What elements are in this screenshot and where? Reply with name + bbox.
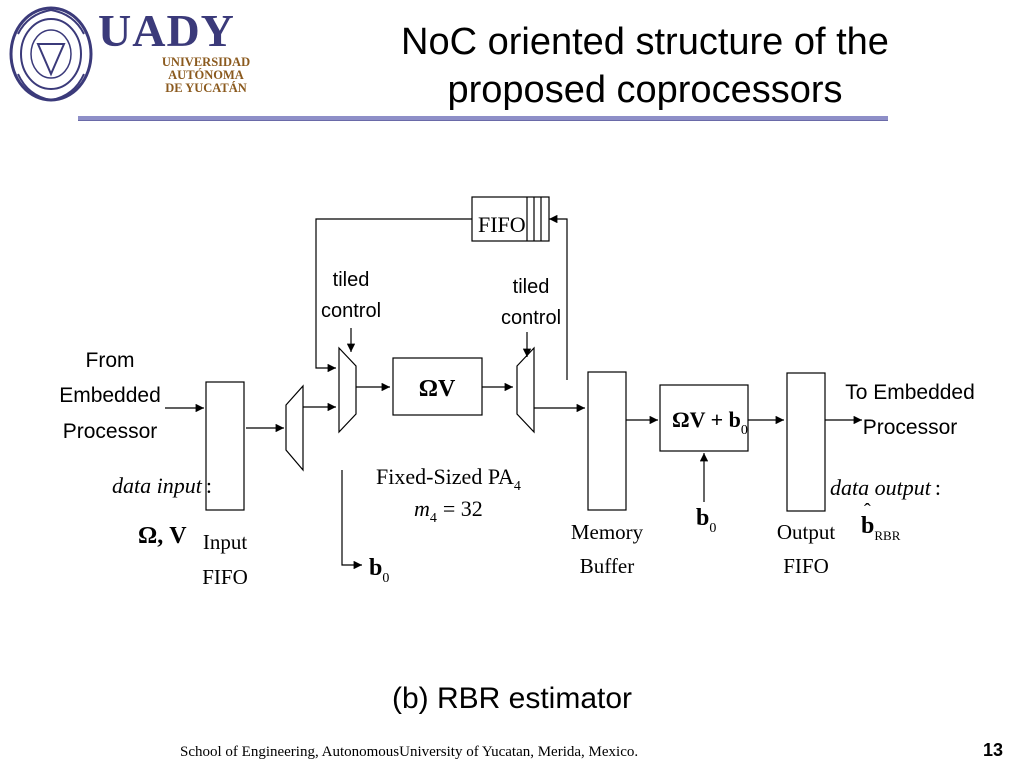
from-processor-line1: From [86,349,135,372]
data-output-label: data output: [830,475,941,500]
output-fifo-line1: Output [777,520,836,544]
omega-v-plus-b0-label: ΩV + b0 [672,407,748,438]
b-hat-accent: ˆ [864,500,871,522]
memory-buffer-line2: Buffer [580,554,634,578]
input-fifo-box [205,381,245,511]
omega-v-plus-b0-block [659,384,749,452]
university-seal-logo [9,6,93,102]
output-fifo-box [786,372,826,512]
tiled-control-left-line2: control [321,300,381,322]
top-fifo-label: FIFO [478,212,526,237]
title-underline [78,116,888,121]
demux-left [285,384,304,472]
logo-line-universidad: UNIVERSIDAD [161,55,251,69]
tiled-control-right-line2: control [501,307,561,329]
slide-title: NoC oriented structure of the proposed c… [330,18,960,114]
input-fifo-line1: Input [203,530,247,554]
tiled-mux-left [338,346,357,434]
data-input-label: data input: [112,473,212,498]
omega-v-block [392,357,483,416]
feedback-wire-right [549,214,568,380]
to-processor-line1: To Embedded [845,381,975,404]
to-processor-line2: Processor [863,416,958,439]
omega-v-input-label: Ω, V [138,523,187,549]
memory-buffer-box [587,371,627,511]
title-line-1: NoC oriented structure of the [401,21,889,63]
omega-v-block-label: ΩV [419,376,456,402]
b-hat-rbr-label: bRBR [861,513,901,543]
input-fifo-line2: FIFO [202,565,248,589]
b0-input-label: b0 [696,505,716,536]
tiled-control-left-line1: tiled [333,269,370,291]
from-processor-line2: Embedded [59,384,161,407]
from-processor-line3: Processor [63,420,158,443]
memory-buffer-line1: Memory [571,520,644,544]
b0-output-label: b0 [369,555,389,586]
page-number: 13 [983,740,1004,760]
logo-line-yucatan: DE YUCATÁN [165,81,247,95]
output-fifo-line2: FIFO [783,554,829,578]
tiled-control-right-line1: tiled [513,276,550,298]
feedback-wire-left [315,218,472,373]
slide-footer: School of Engineering, AutonomousUnivers… [180,744,639,760]
uady-wordmark: UADY [98,5,235,56]
figure-caption: (b) RBR estimator [391,682,633,715]
logo-line-autonoma: AUTÓNOMA [168,68,244,82]
fixed-sized-pa-label: Fixed-Sized PA4 [376,464,521,494]
tiled-mux-right [516,346,535,434]
title-line-2: proposed coprocessors [447,69,843,111]
m4-equals-label: m4= 32 [414,496,483,526]
